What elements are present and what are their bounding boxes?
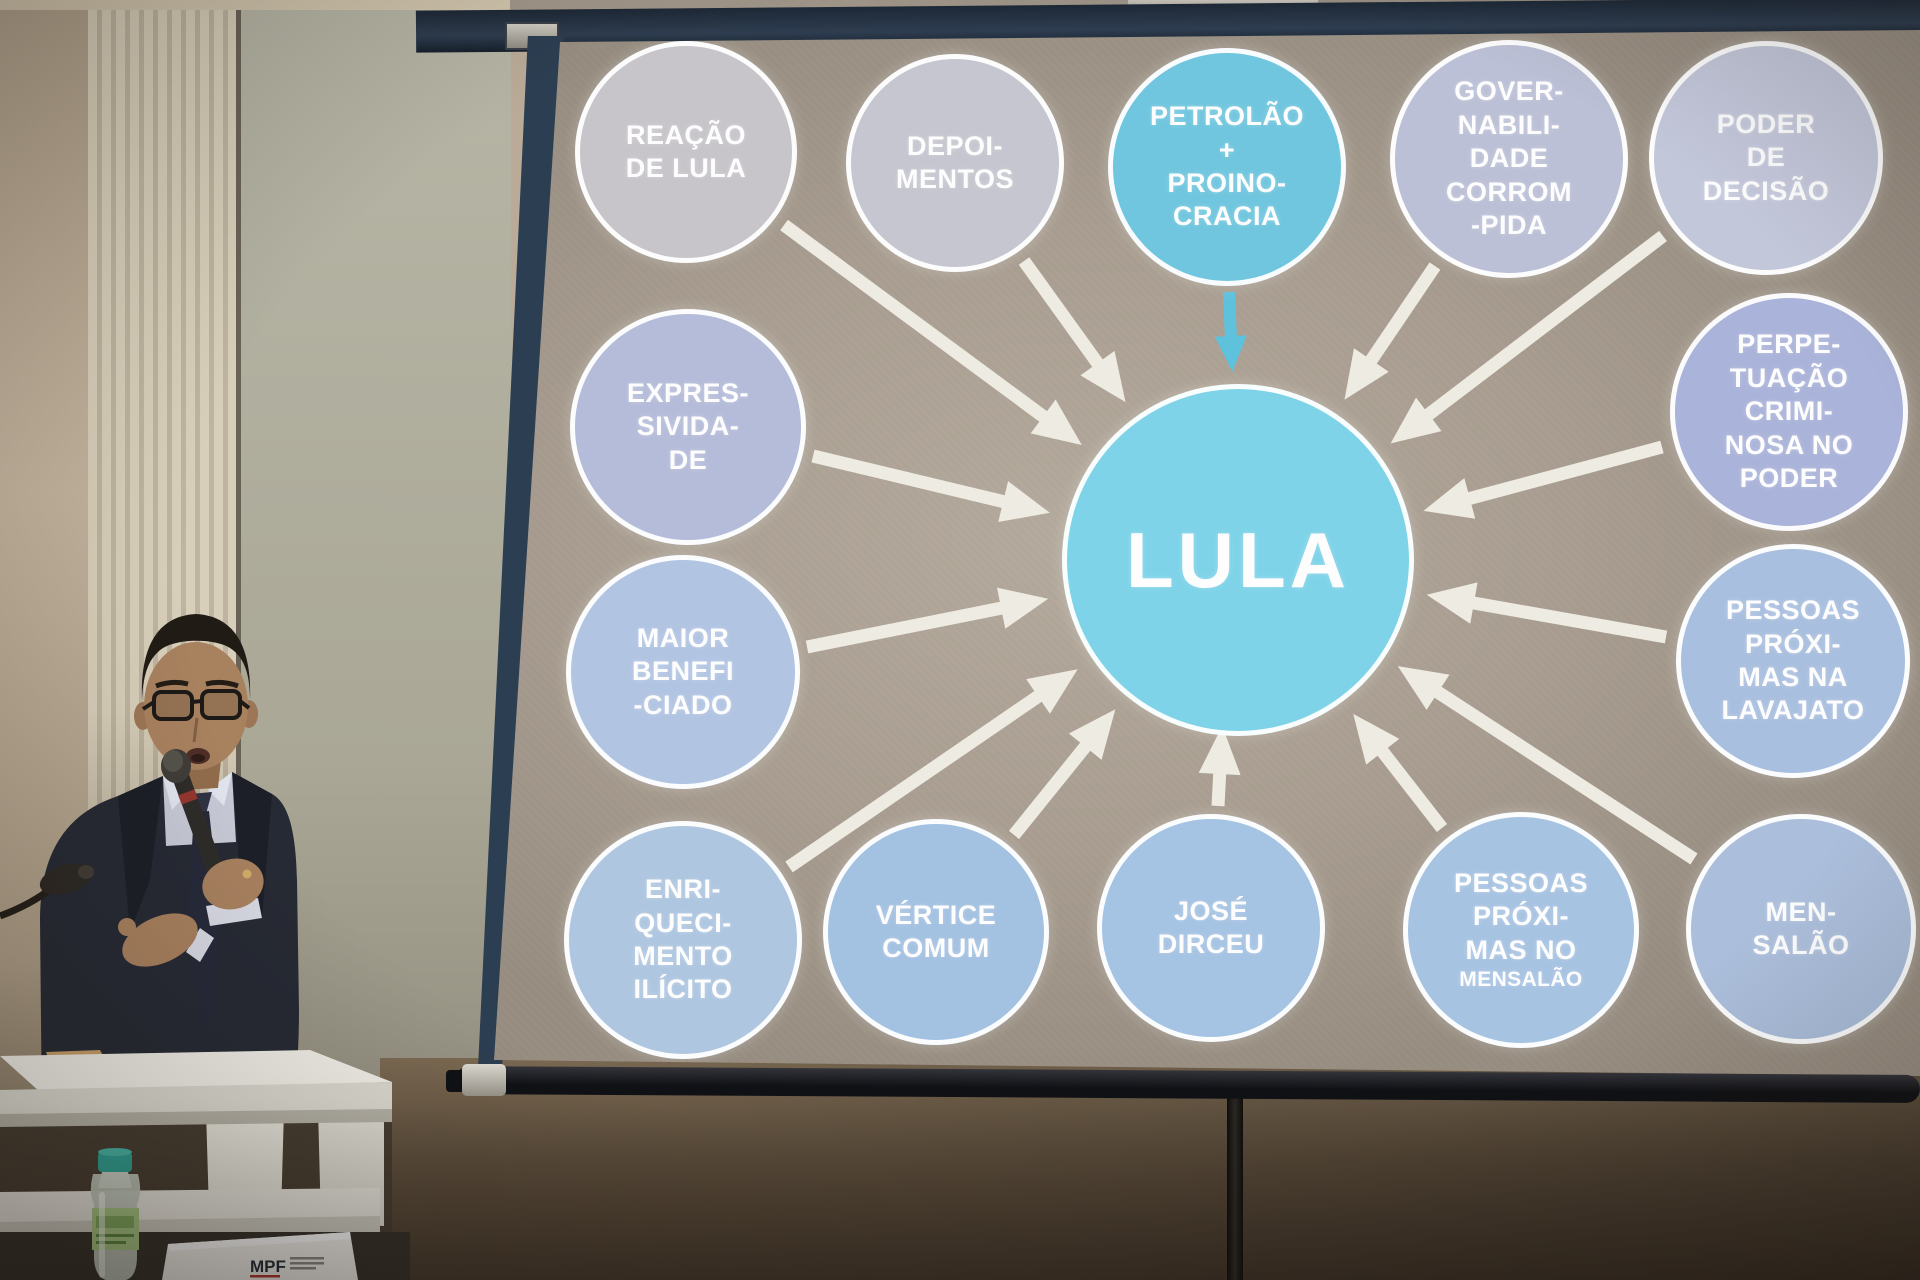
podium-edge-shadow: [0, 1109, 392, 1127]
node-label: PETROLÃO + PROINO- CRACIA: [1149, 101, 1304, 232]
glasses: [141, 689, 251, 721]
node-label: JOSÉ DIRCEU: [1157, 895, 1265, 959]
bottle-label-line: [96, 1234, 134, 1237]
screen-tripod-pole: [1227, 1092, 1243, 1280]
node-label: PERPE- TUAÇÃO CRIMI- NOSA NO PODER: [1724, 329, 1854, 494]
mpf-logo-smalltext: [290, 1257, 324, 1260]
presenter-head: [144, 642, 248, 770]
bottle-neck: [98, 1172, 132, 1188]
center-node-label: LULA: [1126, 515, 1350, 604]
node-label: PODER DE DECISÃO: [1702, 108, 1830, 206]
presenter-and-podium: MPF: [0, 614, 410, 1280]
microphone-red-band: [178, 789, 198, 805]
nose: [192, 717, 199, 743]
shirt-cuff-left: [186, 928, 214, 962]
shirt-collar-right: [208, 772, 232, 806]
node-label: ENRI- QUECI- MENTO ILÍCITO: [633, 874, 733, 1005]
node-label: GOVER- NABILI- DADE CORROM -PIDA: [1446, 76, 1572, 241]
node-perpetuacao-criminosa: PERPE- TUAÇÃO CRIMI- NOSA NO PODER: [1670, 293, 1908, 531]
node-governabilidade-corrompida: GOVER- NABILI- DADE CORROM -PIDA: [1390, 40, 1628, 278]
node-label: EXPRES- SIVIDA- DE: [626, 377, 750, 475]
hair: [141, 614, 251, 700]
mpf-logo-smalltext: [290, 1262, 324, 1265]
blue-arrow: [1214, 291, 1247, 372]
node-depoimentos: DEPOI- MENTOS: [846, 54, 1064, 272]
shirt-collar-left: [163, 776, 188, 810]
eyebrow-left: [155, 679, 189, 689]
node-label: REAÇÃO DE LULA: [625, 119, 747, 183]
node-label-small: MENSALÃO: [1459, 968, 1583, 992]
white-arrows: [780, 219, 1698, 873]
node-poder-de-decisao: PODER DE DECISÃO: [1649, 41, 1883, 275]
bottle-cap: [98, 1152, 132, 1172]
node-pessoas-proximas-lavajato: PESSOAS PRÓXI- MAS NA LAVAJATO: [1676, 544, 1910, 778]
podium-post: [206, 1110, 284, 1214]
bottle-highlight: [99, 1192, 105, 1278]
node-mensalao: MEN- SALÃO: [1686, 814, 1916, 1044]
mpf-logo-underline: [250, 1275, 280, 1278]
rod-end-cap: [462, 1064, 506, 1096]
node-jose-dirceu: JOSÉ DIRCEU: [1097, 814, 1325, 1042]
bottle-label-line: [96, 1241, 126, 1244]
node-maior-beneficiado: MAIOR BENEFI -CIADO: [566, 555, 800, 789]
bottle-cap-top: [98, 1148, 132, 1156]
ring: [242, 869, 252, 879]
mouth-inner: [191, 754, 205, 762]
suit-lapel-left: [118, 776, 163, 932]
rod-end-nub: [446, 1070, 466, 1092]
node-petrolao-proinocracia: PETROLÃO + PROINO- CRACIA: [1108, 48, 1346, 286]
water-bottle: [90, 1148, 141, 1280]
eyebrow-right: [205, 679, 239, 689]
mpf-logo-smalltext: [290, 1267, 316, 1270]
bottle-label-art: [96, 1216, 134, 1228]
card-top-fold: [168, 1232, 351, 1251]
node-label: DEPOI- MENTOS: [895, 130, 1014, 194]
node-label: VÉRTICE COMUM: [875, 899, 997, 963]
hand-left-fingers: [118, 918, 136, 936]
podium-top-surface: [0, 1050, 392, 1092]
node-label: PESSOAS PRÓXI- MAS NA LAVAJATO: [1721, 595, 1865, 726]
node-enriquecimento-ilicito: ENRI- QUECI- MENTO ILÍCITO: [564, 821, 802, 1059]
wall-seam: [236, 10, 241, 1170]
name-card: MPF: [162, 1232, 358, 1280]
node-label: MEN- SALÃO: [1752, 896, 1850, 960]
node-reacao-de-lula: REAÇÃO DE LULA: [575, 41, 797, 263]
mpf-logo-text: MPF: [250, 1257, 286, 1276]
podium-top-edge: [0, 1082, 392, 1116]
node-label: MAIOR BENEFI -CIADO: [631, 622, 734, 720]
microphone-grille: [163, 750, 183, 772]
presenter: [40, 614, 299, 1122]
node-expressividade: EXPRES- SIVIDA- DE: [570, 309, 806, 545]
hand-left: [122, 913, 198, 967]
node-vertice-comum: VÉRTICE COMUM: [823, 819, 1049, 1045]
center-node-lula: LULA: [1062, 384, 1414, 736]
gooseneck-mic-tip: [78, 865, 94, 879]
